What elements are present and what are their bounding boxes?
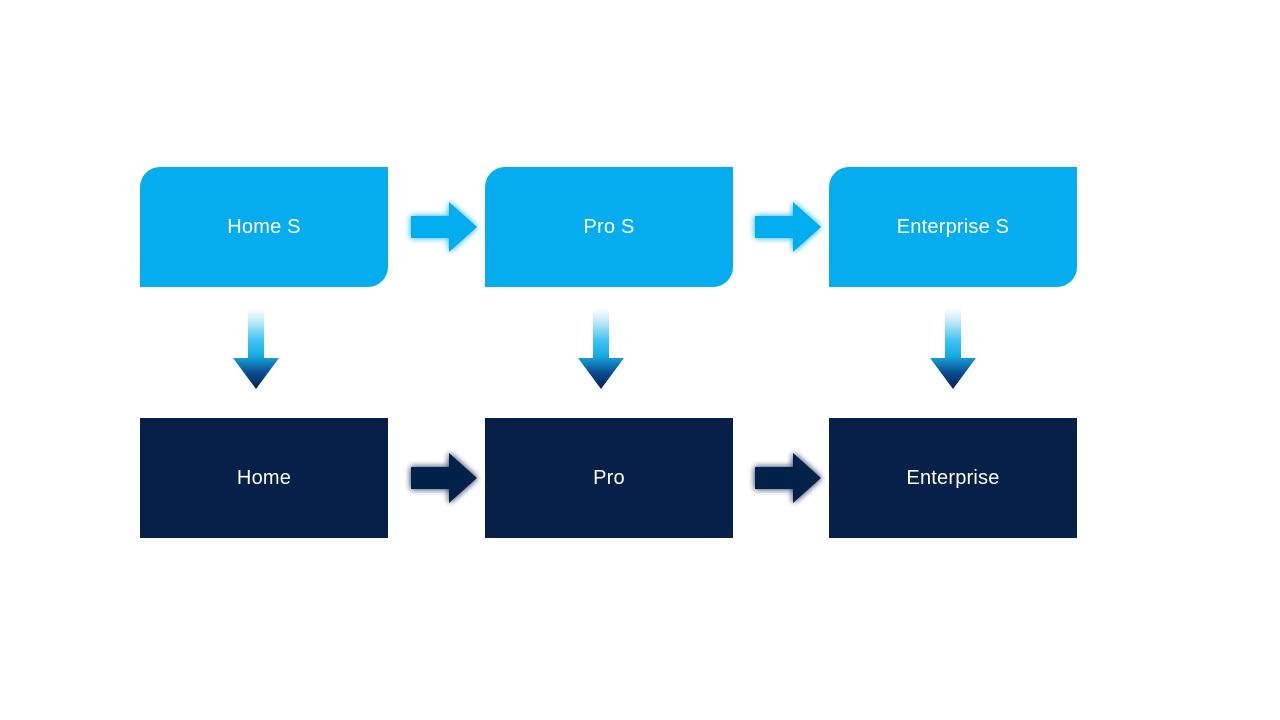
arrow-down-icon-shape (930, 308, 976, 389)
node-label-pro-s: Pro S (583, 216, 635, 238)
arrow-home-s-to-pro-s (409, 200, 479, 254)
node-enterprise-s[interactable]: Enterprise S (829, 167, 1077, 287)
arrow-right-icon-shape (411, 202, 477, 252)
arrow-right-icon (411, 202, 477, 252)
arrow-right-icon-shape (411, 453, 477, 503)
node-label-enterprise-s: Enterprise S (896, 216, 1010, 238)
arrow-down-icon (578, 308, 624, 389)
node-enterprise[interactable]: Enterprise (829, 418, 1077, 538)
arrow-right-icon (755, 453, 821, 503)
arrow-down-icon (233, 308, 279, 389)
arrow-right-icon (411, 453, 477, 503)
arrow-enterprise-s-to-enterprise (928, 308, 978, 390)
arrow-down-icon (930, 308, 976, 389)
arrow-down-icon-shape (233, 308, 279, 389)
node-home-s[interactable]: Home S (140, 167, 388, 287)
arrow-pro-to-enterprise (753, 451, 823, 505)
node-label-enterprise: Enterprise (906, 467, 1000, 489)
arrow-right-icon (755, 202, 821, 252)
node-pro[interactable]: Pro (485, 418, 733, 538)
node-home[interactable]: Home (140, 418, 388, 538)
node-label-pro: Pro (593, 467, 625, 489)
arrow-down-icon-shape (578, 308, 624, 389)
arrow-home-to-pro (409, 451, 479, 505)
node-label-home-s: Home S (227, 216, 301, 238)
arrow-pro-s-to-pro (576, 308, 626, 390)
arrow-pro-s-to-enterprise-s (753, 200, 823, 254)
arrow-right-icon-shape (755, 202, 821, 252)
node-label-home: Home (236, 467, 292, 489)
node-pro-s[interactable]: Pro S (485, 167, 733, 287)
arrow-right-icon-shape (755, 453, 821, 503)
arrow-home-s-to-home (231, 308, 281, 390)
